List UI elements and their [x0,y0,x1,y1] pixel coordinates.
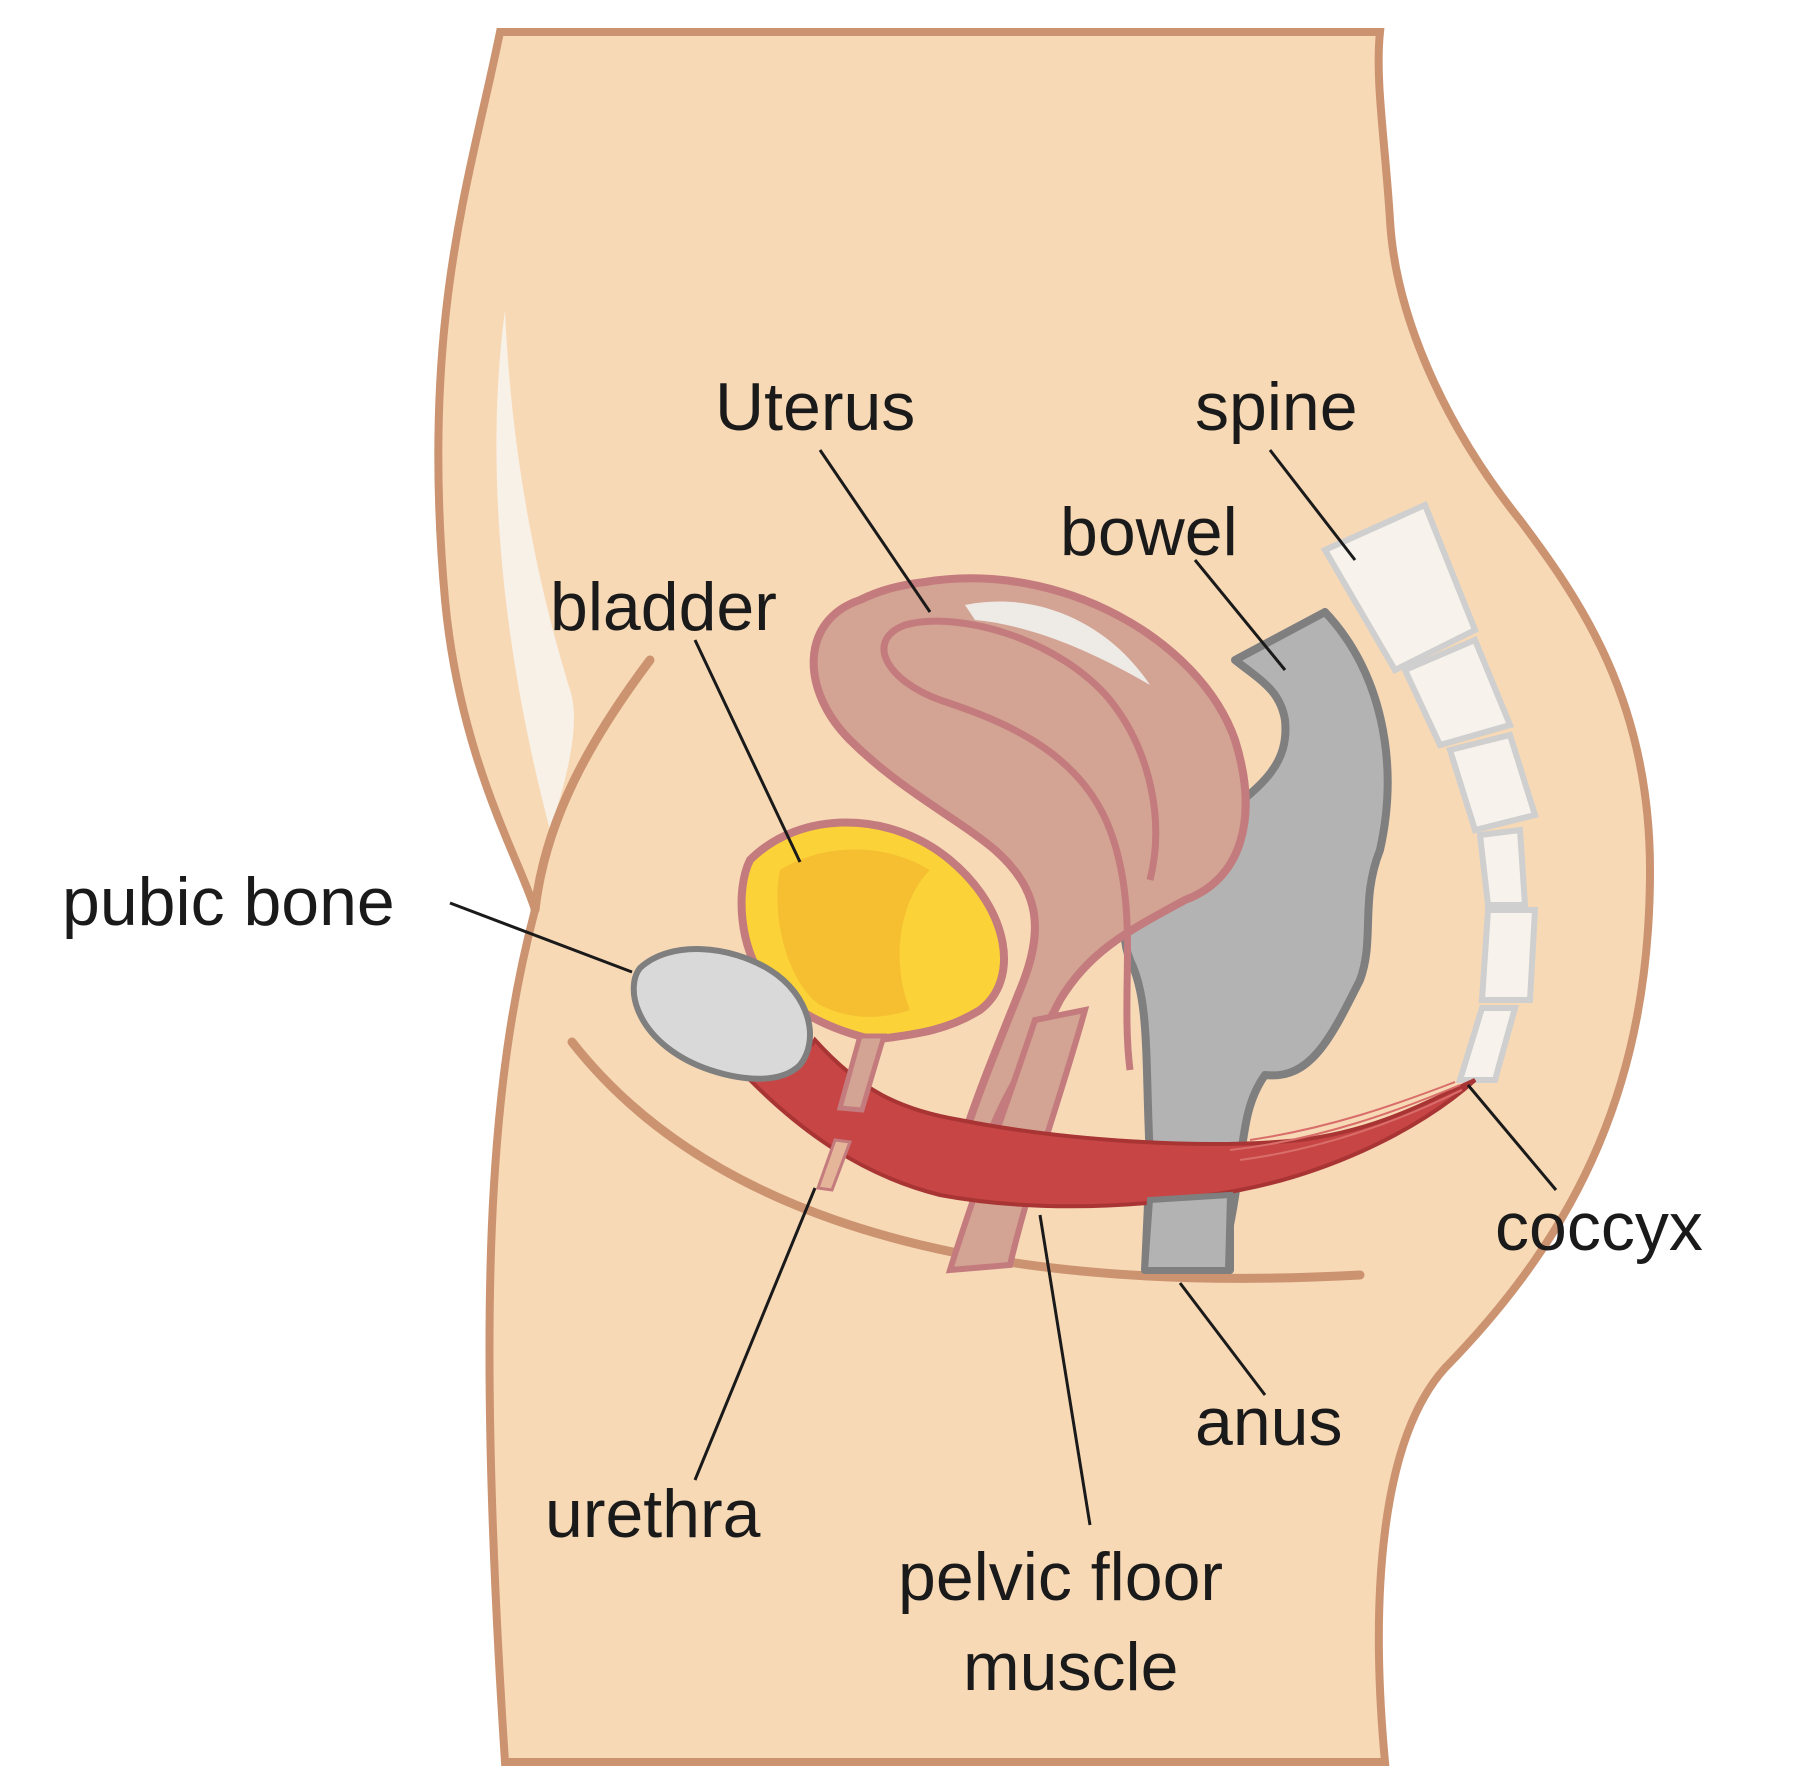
label-uterus: Uterus [715,369,915,445]
vertebra-1 [1320,500,1479,674]
belly-highlight [496,310,574,830]
label-urethra: urethra [545,1476,761,1552]
urethra-lower [815,1138,853,1192]
label-pelvic-floor-line2: muscle [963,1629,1178,1705]
anal-canal [1141,1191,1234,1273]
buttock-crease [567,1037,1365,1283]
pelvic-floor-fibres [1229,1081,1463,1161]
leader-bladder [693,639,802,863]
leader-pelvic-floor [1038,1214,1092,1526]
bladder-shading [777,849,930,1017]
label-anus: anus [1195,1384,1342,1460]
urethra-tube [836,1033,888,1113]
label-bowel: bowel [1060,494,1238,570]
vertebra-4 [1476,826,1529,908]
pubic-bone-shape [630,946,813,1082]
label-pelvic-floor-line1: pelvic floor [898,1539,1223,1615]
leader-spine [1268,449,1357,561]
leader-pubic-bone [449,901,633,974]
groin-crease [530,655,655,915]
spine [1320,500,1539,1083]
leader-anus [1178,1282,1267,1396]
vertebra-3 [1446,731,1539,834]
uterus-highlight [965,601,1150,685]
vertebra-2 [1400,636,1515,749]
uterus-inner-cavity [880,617,1160,1071]
leader-uterus [818,449,932,613]
leader-bowel [1193,559,1287,671]
leader-urethra [693,1187,817,1481]
leader-coccyx [1466,1084,1558,1191]
vertebra-5 [1478,907,1539,1003]
label-coccyx: coccyx [1495,1189,1703,1265]
label-bladder: bladder [550,569,777,645]
pelvic-floor-muscle [746,1036,1477,1209]
label-spine: spine [1195,369,1358,445]
coccyx-bone [1455,1005,1519,1083]
label-pubic-bone: pubic bone [62,864,395,940]
